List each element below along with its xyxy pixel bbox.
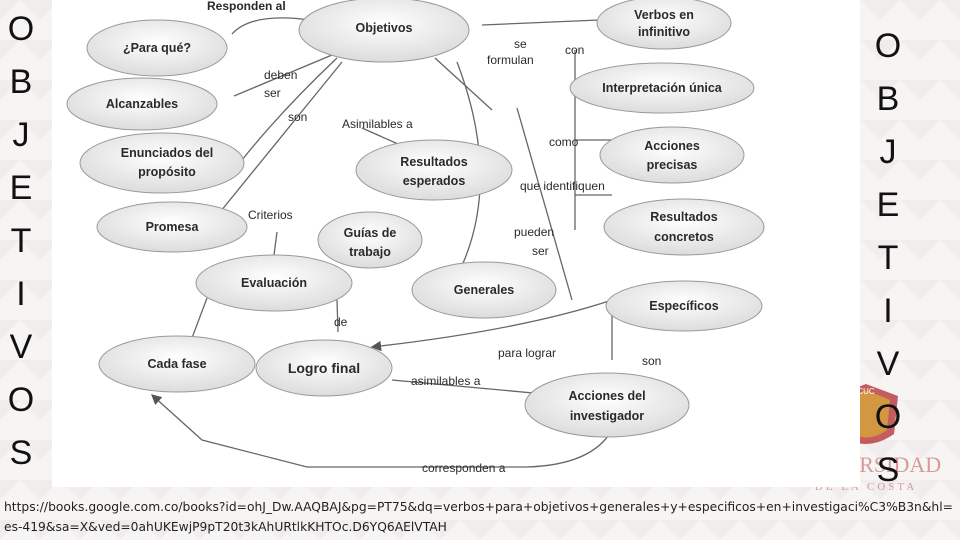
- letter: T: [10, 222, 32, 260]
- edge-line: [211, 61, 343, 223]
- node-generales: Generales: [411, 261, 557, 319]
- node-label: Resultados: [650, 210, 717, 224]
- edge-label: se: [514, 37, 527, 51]
- letter: J: [879, 133, 897, 171]
- node-label: Guías de: [344, 226, 397, 240]
- concept-map: Objetivos Verbos en infinitivo ¿Para qué…: [52, 0, 860, 487]
- edge-label: que identifiquen: [520, 179, 605, 193]
- letter: E: [876, 186, 900, 224]
- vertical-title-right: O B J E T I V O S: [868, 20, 908, 497]
- node-objetivos: Objetivos: [298, 0, 470, 63]
- node-label: concretos: [654, 230, 714, 244]
- node-label: Enunciados del: [121, 146, 213, 160]
- edge-labels: Responden al se formulan con deben ser s…: [207, 0, 661, 475]
- node-label: precisas: [647, 158, 698, 172]
- edge-label: Asimilables a: [342, 117, 413, 131]
- letter: B: [9, 63, 33, 101]
- edge-label: para lograr: [498, 346, 556, 360]
- source-link[interactable]: https://books.google.com.co/books?id=ohJ…: [4, 500, 953, 534]
- edge-line: [191, 297, 208, 339]
- node-label: Logro final: [288, 360, 360, 376]
- letter: V: [9, 328, 33, 366]
- edge-line: [516, 107, 573, 301]
- node-label: Objetivos: [356, 21, 413, 35]
- letter: V: [876, 345, 900, 383]
- node-promesa: Promesa: [96, 201, 248, 253]
- edge-label: como: [549, 135, 579, 149]
- edge-label: con: [565, 43, 584, 57]
- node-guias-trabajo: Guías de trabajo: [317, 211, 423, 269]
- node-label: Generales: [454, 283, 515, 297]
- edge-line: [241, 57, 338, 161]
- letter: J: [12, 116, 30, 154]
- letter: I: [883, 292, 893, 330]
- vertical-title-left: O B J E T I V O S: [4, 3, 38, 480]
- node-especificos: Específicos: [605, 280, 763, 332]
- edge-arrow: [151, 394, 613, 468]
- letter: E: [9, 169, 33, 207]
- edge-label: ser: [532, 244, 549, 258]
- node-interpretacion-unica: Interpretación única: [569, 62, 755, 114]
- edge-arrow: [370, 299, 613, 352]
- node-enunciados-proposito: Enunciados del propósito: [79, 132, 245, 194]
- node-label: Evaluación: [241, 276, 307, 290]
- letter: S: [9, 434, 33, 472]
- edge-label: de: [334, 315, 348, 329]
- edge-label: deben: [264, 68, 297, 82]
- concept-map-svg: Objetivos Verbos en infinitivo ¿Para qué…: [66, 0, 765, 475]
- node-label: propósito: [138, 165, 196, 179]
- edge-label: corresponden a: [422, 461, 506, 475]
- node-verbos-infinitivo: Verbos en infinitivo: [596, 0, 732, 50]
- node-label: ¿Para qué?: [123, 41, 191, 55]
- logo-badge: CUC: [857, 387, 875, 396]
- letter: O: [7, 10, 35, 48]
- nodes: Objetivos Verbos en infinitivo ¿Para qué…: [66, 0, 765, 438]
- node-label: Cada fase: [147, 357, 206, 371]
- edge-label: asimilables a: [411, 374, 481, 388]
- edge-line: [434, 57, 493, 111]
- node-resultados-esperados: Resultados esperados: [355, 139, 513, 201]
- node-label: Acciones del: [568, 389, 645, 403]
- node-label: Promesa: [146, 220, 200, 234]
- edge-line: [231, 17, 311, 35]
- node-label: Interpretación única: [602, 81, 723, 95]
- node-evaluacion: Evaluación: [195, 254, 353, 312]
- letter: O: [7, 381, 35, 419]
- edge-line: [273, 231, 278, 256]
- edge-line: [233, 54, 333, 97]
- edge-label: ser: [264, 86, 281, 100]
- node-acciones-investigador: Acciones del investigador: [524, 372, 690, 438]
- letter: I: [16, 275, 26, 313]
- letter: O: [874, 27, 902, 65]
- letter: S: [876, 451, 900, 489]
- letter: T: [877, 239, 899, 277]
- edge-line: [336, 299, 339, 333]
- node-resultados-concretos: Resultados concretos: [603, 198, 765, 256]
- edge-line: [481, 19, 600, 26]
- node-label: Específicos: [649, 299, 719, 313]
- node-label: Alcanzables: [106, 97, 178, 111]
- edge-label: formulan: [487, 53, 534, 67]
- edge-label: pueden: [514, 225, 554, 239]
- edge-label: Responden al: [207, 0, 286, 13]
- node-label: Resultados: [400, 155, 467, 169]
- letter: B: [876, 80, 900, 118]
- node-label: infinitivo: [638, 25, 690, 39]
- node-cada-fase: Cada fase: [98, 335, 256, 393]
- edge-label: son: [288, 110, 307, 124]
- edge-line: [391, 379, 556, 396]
- node-label: Acciones: [644, 139, 700, 153]
- node-label: trabajo: [349, 245, 391, 259]
- edge-label: Criterios: [248, 208, 293, 222]
- node-label: investigador: [570, 409, 644, 423]
- node-para-que: ¿Para qué?: [86, 19, 228, 77]
- node-label: Verbos en: [634, 8, 694, 22]
- node-logro-final: Logro final: [255, 339, 393, 397]
- edge-label: son: [642, 354, 661, 368]
- node-alcanzables: Alcanzables: [66, 77, 218, 131]
- node-label: esperados: [403, 174, 466, 188]
- letter: O: [874, 398, 902, 436]
- node-acciones-precisas: Acciones precisas: [599, 126, 745, 184]
